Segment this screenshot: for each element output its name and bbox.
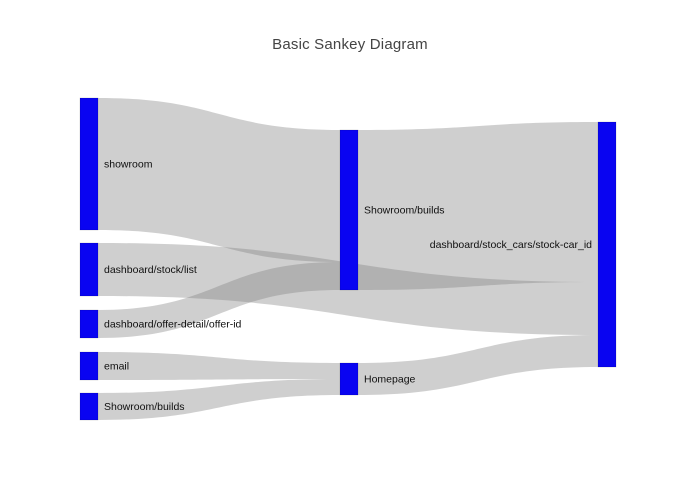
sankey-node-stock-cars[interactable] [597, 121, 617, 368]
sankey-link-dashboard-offer-detail--showroom-builds-mid[interactable] [98, 262, 340, 338]
chart-title: Basic Sankey Diagram [272, 36, 428, 53]
sankey-node-label-homepage: Homepage [364, 374, 416, 386]
sankey-node-dashboard-offer-detail[interactable] [79, 309, 99, 339]
sankey-node-label-showroom-builds-mid: Showroom/builds [364, 205, 445, 217]
sankey-node-email[interactable] [79, 351, 99, 381]
sankey-node-showroom[interactable] [79, 97, 99, 231]
sankey-link-showroom--showroom-builds-mid[interactable] [98, 98, 340, 262]
sankey-link-email--homepage[interactable] [98, 352, 340, 380]
sankey-link-homepage--stock-cars[interactable] [358, 335, 598, 395]
sankey-node-homepage[interactable] [339, 362, 359, 396]
sankey-node-dashboard-stock-list[interactable] [79, 242, 99, 297]
sankey-node-label-showroom-builds-left: Showroom/builds [104, 401, 185, 413]
sankey-node-label-stock-cars: dashboard/stock_cars/stock-car_id [430, 239, 592, 251]
sankey-node-label-showroom: showroom [104, 159, 153, 171]
sankey-link-showroom-builds-mid--stock-cars[interactable] [358, 122, 598, 290]
sankey-node-label-email: email [104, 361, 129, 373]
sankey-node-label-dashboard-offer-detail: dashboard/offer-detail/offer-id [104, 319, 242, 331]
sankey-node-showroom-builds-left[interactable] [79, 392, 99, 421]
sankey-node-showroom-builds-mid[interactable] [339, 129, 359, 291]
sankey-link-showroom-builds-left--homepage[interactable] [98, 379, 340, 420]
sankey-node-label-dashboard-stock-list: dashboard/stock/list [104, 264, 197, 276]
